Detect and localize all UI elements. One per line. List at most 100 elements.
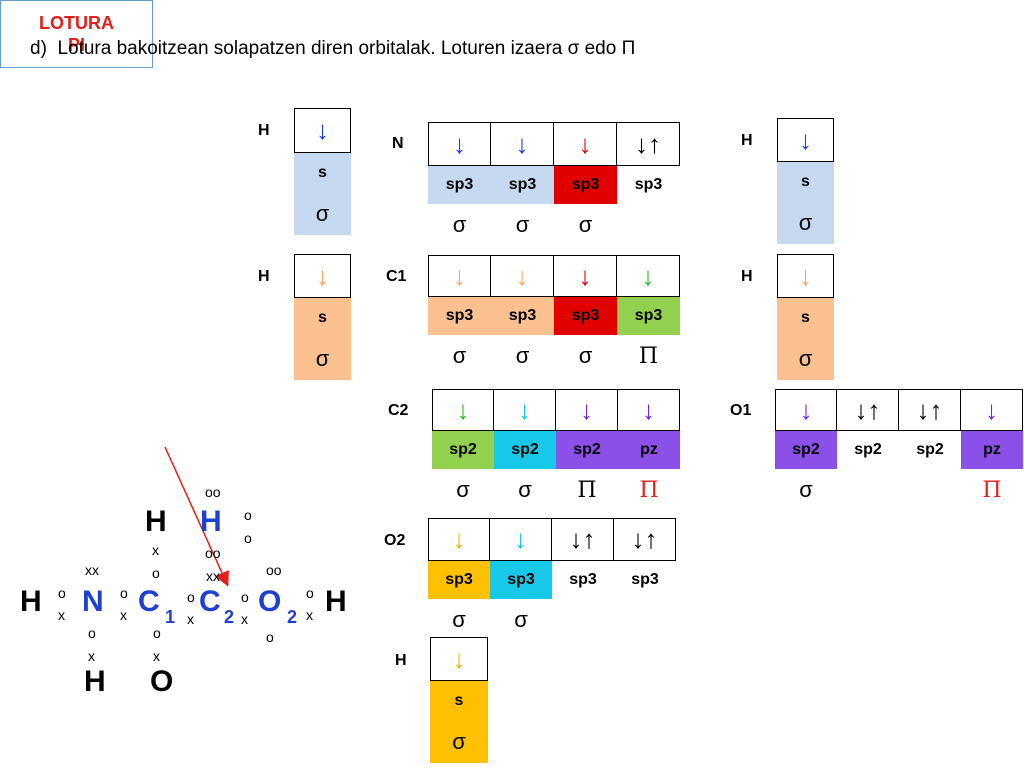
bond-type: σ (777, 338, 834, 380)
electron-box: ↓↑ (552, 518, 614, 561)
electron-mark: x (152, 542, 159, 558)
lewis-atom: N (82, 585, 104, 618)
orbital-type: sp2 (854, 441, 882, 458)
lewis-atom: O (150, 665, 174, 698)
electron-box: ↓ (775, 389, 837, 431)
orbital-type: s (430, 681, 488, 721)
electron-box: ↓ (491, 255, 554, 297)
atom-label-0: H (258, 122, 270, 139)
electron-box: ↓ (618, 389, 680, 431)
electron-mark: x (241, 611, 248, 627)
atom-label-2: H (741, 132, 753, 149)
orbital-type: sp3 (428, 561, 490, 599)
bond-type: σ (514, 607, 528, 632)
atom-label-7: O1 (730, 402, 752, 419)
bond-type: σ (452, 607, 466, 632)
electron-mark: o (244, 507, 252, 523)
atom-label-4: C1 (386, 268, 407, 285)
electron-mark: o (244, 530, 252, 546)
bond-type: Π (982, 477, 1002, 503)
lotura-pi-callout: LOTURA PI (0, 0, 153, 68)
electron-box: ↓↑ (614, 518, 676, 561)
bond-type (837, 469, 899, 511)
electron-box: ↓ (428, 255, 491, 297)
electron-mark: o (241, 589, 249, 605)
bond-type (552, 599, 614, 641)
lewis-atom: H (20, 585, 42, 618)
electron-box: ↓ (491, 122, 554, 166)
orbital-type: sp3 (491, 166, 554, 204)
page-title: d) Lotura bakoitzean solapatzen diren or… (30, 38, 636, 59)
bond-type: σ (452, 343, 467, 368)
callout-line-1: LOTURA (39, 13, 114, 33)
electron-mark: x (153, 648, 160, 664)
orbital-type: sp2 (775, 431, 837, 469)
orbital-type: sp2 (916, 441, 944, 458)
orbital-type: s (777, 162, 834, 202)
electron-box: ↓ (428, 518, 490, 561)
orbital-type: pz (961, 431, 1023, 469)
callout-line-2: PI (67, 35, 85, 55)
electron-box: ↓ (777, 254, 834, 298)
electron-mark: o (266, 629, 274, 645)
electron-mark: x (187, 611, 194, 627)
bond-type: Π (639, 477, 659, 503)
bond-type: σ (515, 343, 530, 368)
electron-mark: x (306, 607, 313, 623)
orbital-type: sp3 (569, 571, 597, 588)
orbital-type: sp3 (634, 176, 663, 193)
bond-type: Π (638, 343, 659, 369)
electron-box: ↓ (556, 389, 618, 431)
electron-box: ↓ (428, 122, 491, 166)
electron-mark: o (152, 565, 160, 581)
lewis-subscript: 2 (287, 607, 298, 627)
orbital-type: sp3 (554, 297, 617, 335)
electron-box: ↓ (617, 255, 680, 297)
electron-box: ↓ (294, 108, 351, 153)
bond-type (614, 599, 676, 641)
atom-label-5: H (741, 268, 753, 285)
bond-type: σ (294, 193, 351, 235)
atom-label-6: C2 (388, 402, 409, 419)
atom-label-9: H (395, 652, 407, 669)
electron-mark: x (120, 607, 127, 623)
lewis-atom: H (145, 505, 167, 538)
electron-box: ↓ (777, 118, 834, 162)
bond-type: σ (294, 338, 351, 380)
orbital-type: sp3 (428, 166, 491, 204)
orbital-type: sp3 (428, 297, 491, 335)
electron-box: ↓ (430, 637, 488, 681)
lewis-atom: H (84, 665, 106, 698)
electron-box: ↓ (490, 518, 552, 561)
electron-mark: oo (205, 484, 221, 500)
bond-type: σ (518, 477, 532, 502)
electron-mark: o (88, 625, 96, 641)
electron-mark: o (120, 585, 128, 601)
orbital-type: s (777, 298, 834, 338)
electron-mark: o (306, 585, 314, 601)
lewis-atom: O (258, 585, 282, 618)
electron-mark: o (58, 585, 66, 601)
electron-mark: o (187, 589, 195, 605)
electron-mark: o (153, 625, 161, 641)
lewis-atom: H (325, 585, 347, 618)
electron-mark: x (58, 607, 65, 623)
lewis-subscript: 1 (165, 607, 176, 627)
electron-box: ↓ (494, 389, 556, 431)
electron-box: ↓ (961, 389, 1023, 431)
bond-type: σ (456, 477, 470, 502)
bond-type (899, 469, 961, 511)
orbital-type: s (294, 298, 351, 338)
atom-label-8: O2 (384, 532, 406, 549)
orbital-type: sp3 (491, 297, 554, 335)
orbital-type: pz (618, 431, 680, 469)
electron-box: ↓↑ (617, 122, 680, 166)
electron-mark: oo (266, 562, 282, 578)
atom-label-3: H (258, 268, 270, 285)
